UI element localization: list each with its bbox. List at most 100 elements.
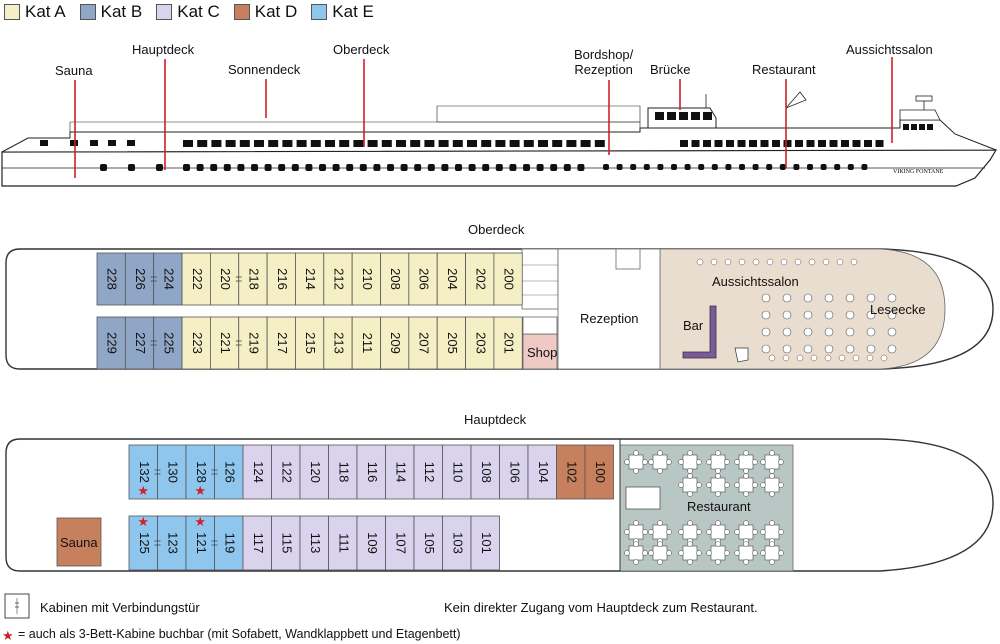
window — [424, 140, 435, 147]
chair — [822, 258, 830, 266]
bridge-window — [667, 112, 676, 120]
chair — [657, 541, 663, 547]
legend-swatch — [233, 4, 250, 20]
label-bruecke: Brücke — [650, 62, 691, 77]
cabin-box — [442, 515, 472, 571]
cabin-number: 226 — [133, 268, 148, 290]
cabin-122: 122 — [271, 444, 301, 500]
cabin-107: 107 — [385, 515, 415, 571]
cabin-number: 100 — [593, 461, 608, 483]
window — [353, 140, 364, 147]
cabin-number: 216 — [275, 268, 290, 290]
cabin-202: 202 — [465, 252, 495, 306]
porthole — [807, 164, 813, 170]
chair — [642, 529, 648, 535]
chair — [760, 529, 766, 535]
chair — [678, 550, 684, 556]
porthole — [766, 164, 773, 170]
cabin-218: 218 — [238, 252, 268, 306]
legend-item: Kat A — [4, 2, 66, 22]
bridge-window — [691, 112, 700, 120]
legend-swatch — [156, 4, 173, 20]
cabin-117: 117 — [242, 515, 272, 571]
cabin-number: 114 — [393, 462, 408, 483]
cabin-box — [266, 252, 296, 306]
cabin-box — [380, 316, 410, 370]
cabin-number: 101 — [479, 532, 494, 554]
salon-table — [845, 344, 855, 354]
cabin-box — [124, 316, 155, 370]
salon-table — [803, 310, 813, 320]
cabin-104: 104 — [527, 444, 557, 500]
cabin-number: 207 — [417, 332, 432, 354]
window — [566, 140, 577, 147]
chair — [752, 258, 760, 266]
shop-room — [522, 333, 558, 370]
piano — [734, 347, 749, 363]
cabin-225: 225 — [153, 316, 183, 370]
porthole — [427, 164, 435, 171]
cabin-box — [96, 316, 126, 370]
window — [70, 140, 78, 146]
legend-label: Kat C — [177, 2, 220, 21]
cabin-number: 130 — [165, 461, 180, 483]
restaurant-table — [738, 524, 754, 540]
window — [197, 140, 208, 147]
restaurant-table — [682, 524, 698, 540]
cabin-number: 106 — [507, 461, 522, 483]
chair — [743, 491, 749, 497]
chair — [648, 459, 654, 465]
window — [367, 140, 378, 147]
chair — [824, 354, 832, 362]
cabin-109: 109 — [356, 515, 386, 571]
cabin-number: 125 — [137, 532, 152, 554]
chair — [648, 550, 654, 556]
chair — [780, 258, 788, 266]
window — [795, 140, 803, 147]
cabin-box — [124, 252, 155, 306]
legend-label: Kat A — [25, 2, 66, 21]
cabin-box — [157, 444, 187, 500]
chair — [769, 541, 775, 547]
porthole — [603, 164, 609, 170]
porthole — [305, 164, 313, 171]
cabin-number: 122 — [279, 461, 294, 483]
chair — [666, 550, 672, 556]
chair — [850, 258, 858, 266]
cabin-222: 222 — [181, 252, 211, 306]
chair — [687, 473, 693, 479]
leseecke-label: Leseecke — [870, 302, 926, 317]
window — [325, 140, 335, 147]
star-icon: ★ — [137, 483, 149, 498]
cabin-214: 214 — [295, 252, 325, 306]
cabin-number: 229 — [105, 332, 120, 354]
label-bordshop-line1: Bordshop/ — [574, 47, 634, 62]
porthole — [291, 164, 299, 171]
cabin-105: 105 — [413, 515, 443, 571]
cabin-125: 125★ — [128, 514, 158, 571]
salon-window — [911, 124, 917, 130]
window — [438, 140, 449, 147]
cabin-100: 100 — [584, 444, 614, 500]
salon-table — [761, 344, 771, 354]
cabin-number: 117 — [251, 533, 266, 554]
restaurant-stairs — [625, 486, 661, 510]
restaurant-table — [764, 477, 780, 493]
chair — [752, 550, 758, 556]
salon-table — [824, 327, 834, 337]
cabin-213: 213 — [323, 316, 353, 370]
cabin-200: 200 — [493, 252, 523, 306]
cabin-number: 223 — [190, 332, 205, 354]
cabin-box — [493, 252, 523, 306]
chair — [633, 468, 639, 474]
cabin-box — [299, 444, 329, 500]
salon-table — [887, 344, 897, 354]
restaurant-table — [652, 545, 668, 561]
cabin-128: 128★ — [185, 444, 215, 500]
cabin-number: 132 — [137, 461, 152, 483]
restaurant-table — [682, 545, 698, 561]
cabin-number: 202 — [473, 268, 488, 290]
restaurant-table — [652, 524, 668, 540]
salon-table — [803, 344, 813, 354]
